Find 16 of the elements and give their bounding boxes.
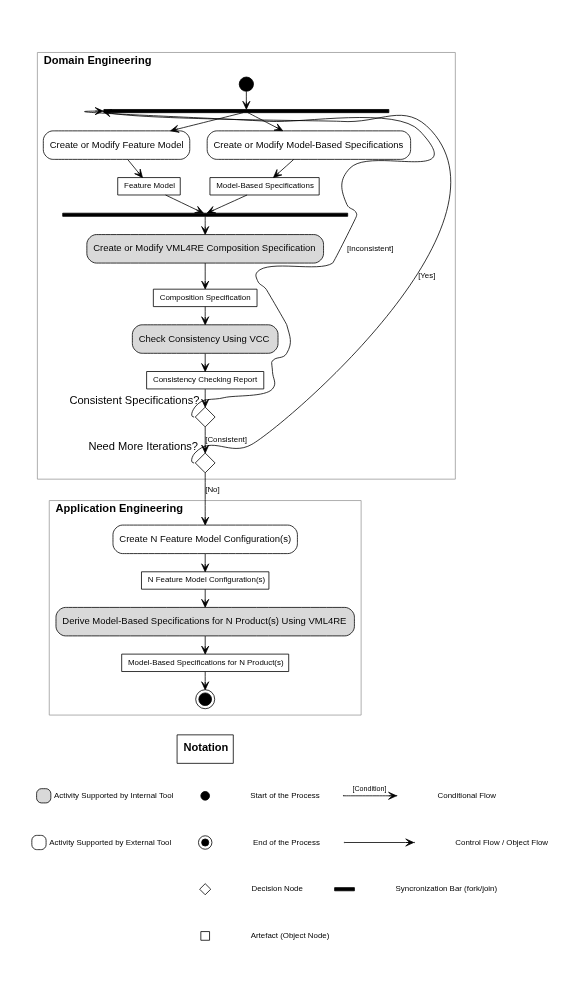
legend-label: Decision Node [251, 883, 303, 893]
node-label: Need More Iterations? [88, 439, 199, 452]
edge-label: [No] [205, 484, 220, 494]
legend-label: Syncronization Bar (fork/join) [395, 883, 498, 893]
edge-label: [Consistent] [205, 434, 247, 444]
legend-label: Control Flow / Object Flow [455, 836, 549, 846]
legend-label: Activity Supported by Internal Tool [54, 790, 174, 800]
legend-label: Conditional Flow [437, 790, 496, 800]
node-label: Consistent Specifications? [69, 393, 200, 406]
legend-label: End of the Process [253, 836, 320, 846]
label: Notation [183, 740, 229, 753]
legend-label: Artefact (Object Node) [250, 930, 330, 940]
edge-label: [Yes] [418, 270, 436, 280]
legend-label: Start of the Process [250, 790, 320, 800]
legend-label: Activity Supported by External Tool [49, 836, 172, 846]
edge-label: [Inconsistent] [346, 243, 394, 253]
